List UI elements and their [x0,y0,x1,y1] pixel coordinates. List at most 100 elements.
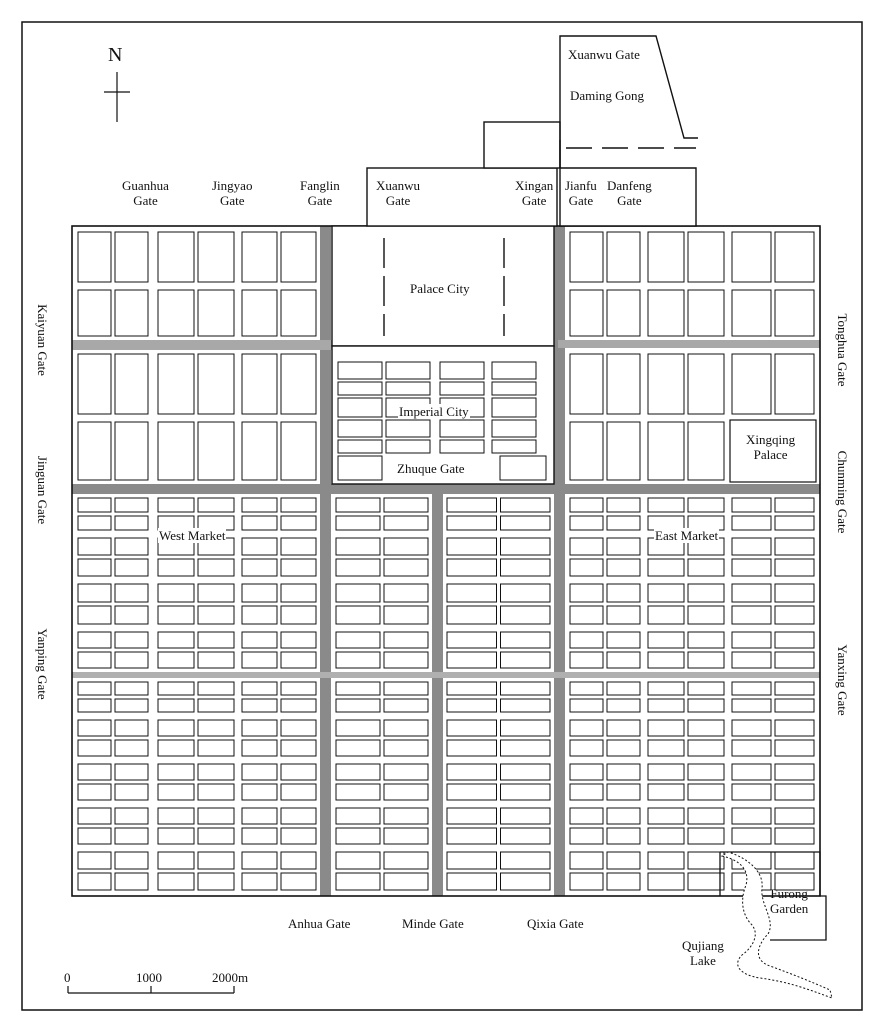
danfeng-gate-label: Danfeng Gate [607,178,652,208]
ward-block [241,289,278,337]
ward-block [335,783,381,801]
ward-block [731,631,772,649]
ward-block [197,651,235,669]
ward-block [731,827,772,845]
ward-block [606,605,641,625]
ward-block [446,698,497,713]
ward-block [77,763,112,781]
ward-block [774,872,815,891]
ward-block [241,763,278,781]
ward-block [606,497,641,513]
ward-block [647,827,685,845]
danfeng-gate-line1: Danfeng [607,178,652,193]
ward-block [500,739,551,757]
ward-block [687,783,725,801]
ward-block [197,558,235,577]
west-market-label: West Market [158,528,227,543]
ward-block [335,497,381,513]
ward-block [647,605,685,625]
ward-block [606,231,641,283]
ward-block [774,681,815,696]
fanglin-gate-label: Fanglin Gate [300,178,340,208]
ward-block [446,497,497,513]
ward-block [114,231,149,283]
ward-block [157,681,195,696]
ward-block [280,872,317,891]
tonghua-gate-label: Tonghua Gate [835,313,850,387]
ward-block [606,651,641,669]
daming-gong-label: Daming Gong [570,88,645,103]
imperial-block [491,381,537,396]
ward-block [157,763,195,781]
ward-block [241,827,278,845]
ward-block [241,698,278,713]
ward-block [157,631,195,649]
ward-block [647,231,685,283]
xingqing-palace-outline [729,419,817,483]
imperial-block [385,361,431,380]
ward-block [114,583,149,603]
ward-block [114,353,149,415]
ward-block [114,497,149,513]
ward-block [731,558,772,577]
ward-block [157,719,195,737]
jingyao-gate-line2: Gate [219,193,245,208]
ward-block [77,631,112,649]
ward-block [280,783,317,801]
furong-line2: Garden [770,901,809,916]
ward-block [114,872,149,891]
ward-block [280,515,317,531]
qujiang-line1: Qujiang [682,938,724,953]
ward-block [500,827,551,845]
ward-block [77,783,112,801]
imperial-block [491,361,537,380]
ward-block [241,739,278,757]
imperial-block [491,419,537,438]
daming-gong-outline [559,35,698,227]
ward-block [197,872,235,891]
ward-block [647,651,685,669]
ward-block [335,583,381,603]
ward-block [774,827,815,845]
ward-block [569,763,604,781]
ward-block [383,807,429,825]
ward-block [114,421,149,481]
ward-block [569,515,604,531]
ward-block [569,537,604,556]
xingan-gate-label: Xingan Gate [515,178,553,208]
ward-block [446,681,497,696]
ward-block [77,719,112,737]
ward-block [197,583,235,603]
jingyao-gate-line1: Jingyao [212,178,253,193]
ward-block [197,421,235,481]
palace-city-label: Palace City [410,281,470,296]
ward-block [606,289,641,337]
imperial-city-label: Imperial City [398,404,470,419]
ward-block [241,651,278,669]
jianfu-gate-line2: Gate [568,193,594,208]
ward-block [77,681,112,696]
ward-block [500,851,551,870]
ward-block [197,681,235,696]
ward-block [280,421,317,481]
ward-block [241,719,278,737]
xuanwu-gate-line1: Xuanwu [376,178,421,193]
ward-block [606,827,641,845]
ward-block [114,807,149,825]
ward-block [606,421,641,481]
ward-block [335,763,381,781]
ward-block [500,783,551,801]
ward-block [606,698,641,713]
ward-block [500,583,551,603]
imperial-block [337,419,383,438]
ward-block [241,631,278,649]
ward-block [241,558,278,577]
ward-block [446,872,497,891]
ward-block [606,763,641,781]
imperial-block [385,439,431,454]
ward-block [383,558,429,577]
ward-block [687,739,725,757]
ward-block [500,651,551,669]
minde-gate-label: Minde Gate [402,916,464,931]
